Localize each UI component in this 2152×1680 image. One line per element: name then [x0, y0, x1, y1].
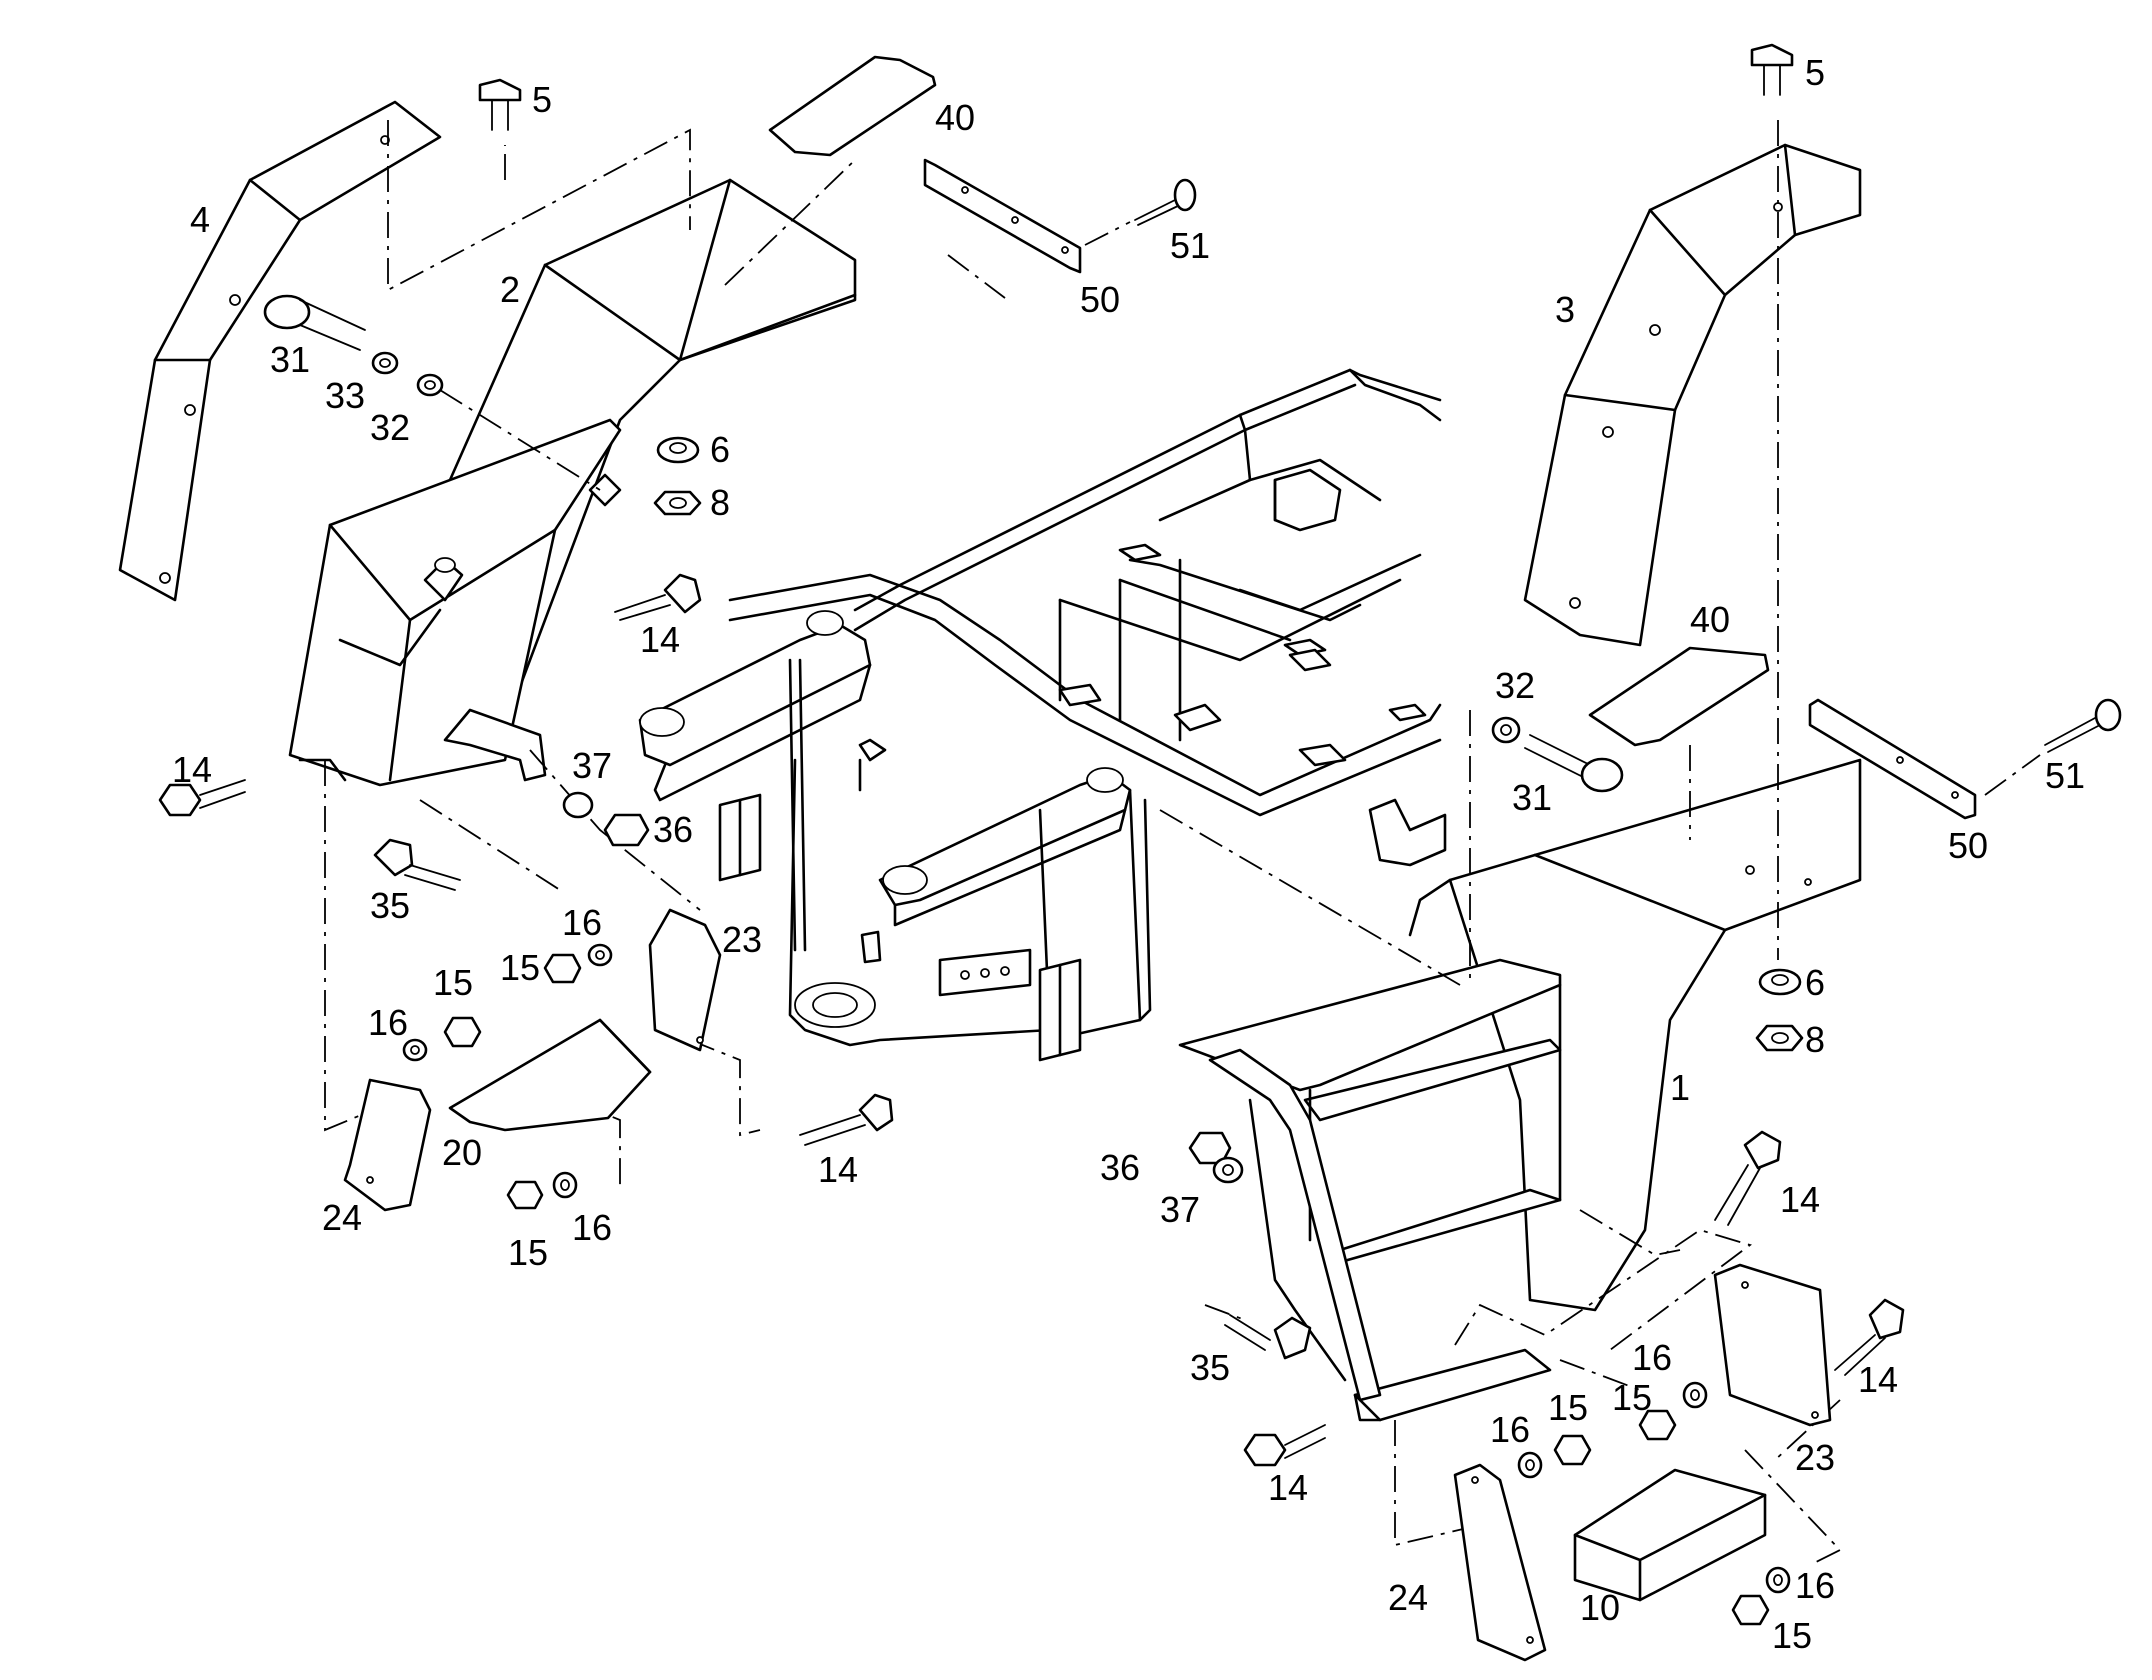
callout-14-c: 14 — [818, 1149, 858, 1190]
callout-8-right: 8 — [1805, 1019, 1825, 1060]
left-hardware — [158, 78, 894, 1210]
callout-31-right: 31 — [1512, 777, 1552, 818]
callout-15-e: 15 — [1548, 1387, 1588, 1428]
callout-6-right: 6 — [1805, 962, 1825, 1003]
callout-16-f: 16 — [1795, 1565, 1835, 1606]
right-leader-lines — [1159, 120, 2041, 1566]
right-top-pad-40 — [1588, 646, 1770, 747]
left-fender-4 — [118, 100, 442, 602]
callout-36-left: 36 — [653, 809, 693, 850]
callout-51-right: 51 — [2045, 755, 2085, 796]
callout-35-left: 35 — [370, 885, 410, 926]
left-plate-24 — [343, 1078, 432, 1212]
left-plate-23 — [648, 908, 722, 1052]
right-strip-50 — [1808, 698, 1977, 820]
callout-23-right: 23 — [1795, 1437, 1835, 1478]
callout-15-b: 15 — [433, 962, 473, 1003]
callout-16-c: 16 — [572, 1207, 612, 1248]
left-strip-50 — [923, 158, 1082, 274]
callout-14-e: 14 — [1268, 1467, 1308, 1508]
callout-16-a: 16 — [562, 902, 602, 943]
callout-32-left: 32 — [370, 407, 410, 448]
callout-15-f: 15 — [1772, 1615, 1812, 1656]
left-body-panel-2 — [288, 178, 857, 787]
right-plate-23 — [1713, 1263, 1832, 1427]
callout-15-c: 15 — [508, 1232, 548, 1273]
callout-37-right: 37 — [1160, 1189, 1200, 1230]
callout-10: 10 — [1580, 1587, 1620, 1628]
callout-15-d: 15 — [1612, 1377, 1652, 1418]
callout-4: 4 — [190, 199, 210, 240]
callout-14-b: 14 — [172, 749, 212, 790]
callout-5-right: 5 — [1805, 52, 1825, 93]
right-plate-10 — [1573, 1468, 1767, 1602]
callout-35-right: 35 — [1190, 1347, 1230, 1388]
callout-5-left: 5 — [532, 79, 552, 120]
right-hardware — [1188, 43, 1905, 1626]
callout-14-d: 14 — [1780, 1179, 1820, 1220]
callout-37-left: 37 — [572, 745, 612, 786]
callout-1: 1 — [1670, 1067, 1690, 1108]
callout-2: 2 — [500, 269, 520, 310]
left-top-pad-40 — [768, 55, 937, 157]
left-screw-51 — [1134, 178, 1197, 226]
callout-23-left: 23 — [722, 919, 762, 960]
callout-20: 20 — [442, 1132, 482, 1173]
callout-33: 33 — [325, 375, 365, 416]
callout-15-a: 15 — [500, 947, 540, 988]
left-leader-lines — [324, 120, 1131, 1190]
left-plate-20 — [448, 1018, 652, 1132]
callout-16-e: 16 — [1490, 1409, 1530, 1450]
callout-14-f: 14 — [1858, 1359, 1898, 1400]
callout-16-b: 16 — [368, 1002, 408, 1043]
callout-16-d: 16 — [1632, 1337, 1672, 1378]
callout-6-left: 6 — [710, 429, 730, 470]
callout-40-right: 40 — [1690, 599, 1730, 640]
right-fender-3 — [1523, 143, 1862, 647]
right-screw-51 — [2044, 698, 2122, 753]
callout-labels: 5 40 4 2 51 50 31 33 32 6 8 14 14 37 36 … — [172, 52, 2085, 1656]
callout-51-left: 51 — [1170, 225, 1210, 266]
right-plate-24 — [1453, 1463, 1547, 1662]
callout-36-right: 36 — [1100, 1147, 1140, 1188]
callout-50-left: 50 — [1080, 279, 1120, 320]
callout-50-right: 50 — [1948, 825, 1988, 866]
callout-8-left: 8 — [710, 482, 730, 523]
callout-24-left: 24 — [322, 1197, 362, 1238]
callout-40-left: 40 — [935, 97, 975, 138]
chassis-frame — [638, 368, 1447, 1062]
callout-3: 3 — [1555, 289, 1575, 330]
callout-14-a: 14 — [640, 619, 680, 660]
callout-24-right: 24 — [1388, 1577, 1428, 1618]
right-body-panel-1 — [1178, 758, 1862, 1422]
callout-31-left: 31 — [270, 339, 310, 380]
callout-32-right: 32 — [1495, 665, 1535, 706]
